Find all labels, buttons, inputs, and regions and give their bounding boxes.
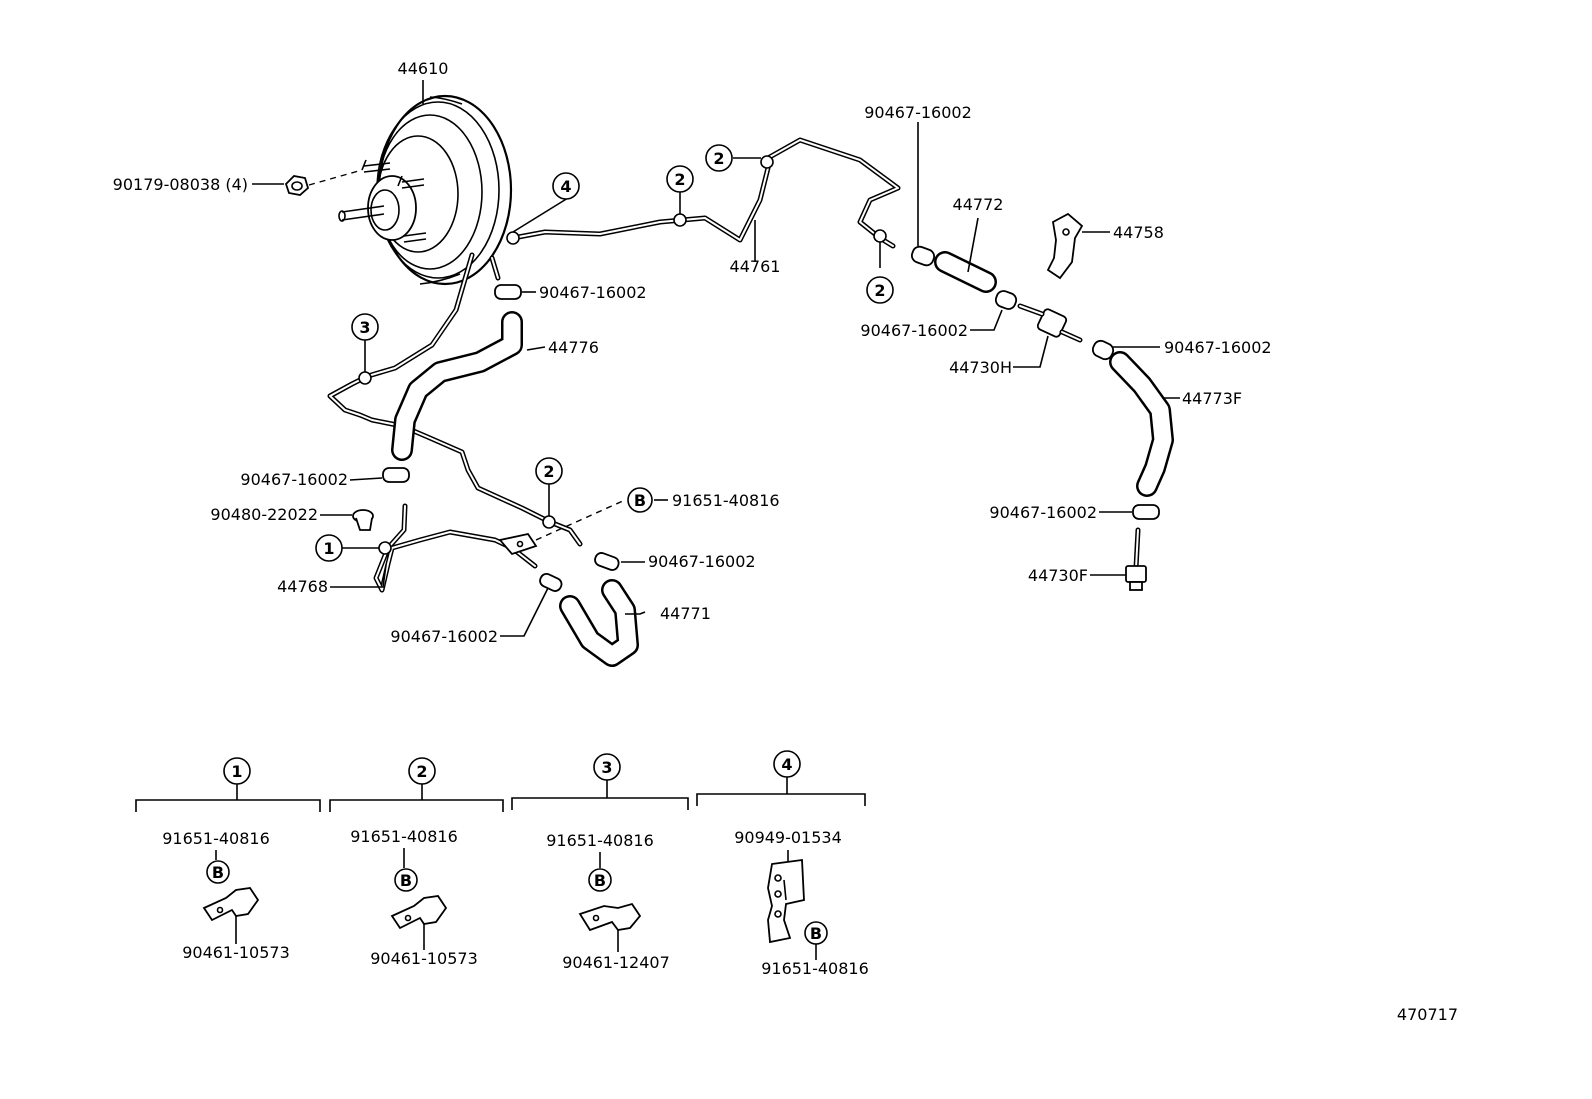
leader-lines bbox=[330, 80, 1180, 637]
part-labels: 44610 90179-08038 (4) 44761 90467-16002 … bbox=[113, 59, 1272, 646]
svg-text:1: 1 bbox=[323, 539, 334, 558]
callout-2-a: 2 bbox=[666, 165, 694, 193]
svg-text:1: 1 bbox=[231, 762, 242, 781]
svg-text:90461-12407: 90461-12407 bbox=[562, 953, 670, 972]
label-90467-clip2: 90467-16002 bbox=[240, 470, 348, 489]
hose-clips bbox=[382, 245, 1160, 592]
label-44771: 44771 bbox=[660, 604, 711, 623]
svg-text:3: 3 bbox=[601, 758, 612, 777]
callout-b-bolt: B bbox=[627, 487, 653, 513]
svg-text:4: 4 bbox=[781, 755, 792, 774]
callout-3-left: 3 bbox=[351, 313, 379, 341]
svg-text:B: B bbox=[594, 871, 606, 890]
svg-text:2: 2 bbox=[416, 762, 427, 781]
callout-2-c: 2 bbox=[866, 276, 894, 304]
svg-text:2: 2 bbox=[713, 149, 724, 168]
svg-text:B: B bbox=[400, 871, 412, 890]
svg-text:91651-40816: 91651-40816 bbox=[761, 959, 869, 978]
booster-nut bbox=[252, 169, 363, 196]
svg-text:B: B bbox=[212, 863, 224, 882]
label-44758: 44758 bbox=[1113, 223, 1164, 242]
label-90467-clip7: 90467-16002 bbox=[1164, 338, 1272, 357]
callout-1-left: 1 bbox=[315, 534, 343, 562]
label-90467-clip6: 90467-16002 bbox=[860, 321, 968, 340]
joints bbox=[358, 155, 887, 555]
svg-text:2: 2 bbox=[874, 281, 885, 300]
svg-text:90461-10573: 90461-10573 bbox=[182, 943, 290, 962]
svg-text:91651-40816: 91651-40816 bbox=[162, 829, 270, 848]
svg-text:3: 3 bbox=[359, 318, 370, 337]
callout-circles: 4 2 2 2 3 2 1 B bbox=[315, 144, 894, 562]
label-44776: 44776 bbox=[548, 338, 599, 357]
label-91651-40816-main: 91651-40816 bbox=[672, 491, 780, 510]
kit-4: 4 90949-01534 B 91651-40816 bbox=[696, 750, 869, 978]
kit-3: 3 91651-40816 B 90461-12407 bbox=[511, 753, 689, 972]
label-44773F: 44773F bbox=[1182, 389, 1242, 408]
svg-text:2: 2 bbox=[543, 462, 554, 481]
callout-2-d: 2 bbox=[535, 457, 563, 485]
label-44772: 44772 bbox=[953, 195, 1004, 214]
brake-booster bbox=[338, 94, 513, 286]
svg-text:91651-40816: 91651-40816 bbox=[546, 831, 654, 850]
svg-text:4: 4 bbox=[560, 177, 571, 196]
label-90467-clip8: 90467-16002 bbox=[989, 503, 1097, 522]
label-90467-clip3: 90467-16002 bbox=[648, 552, 756, 571]
check-valve-44730H bbox=[1017, 303, 1083, 343]
vacuum-hoses bbox=[391, 251, 1174, 667]
svg-text:2: 2 bbox=[674, 170, 685, 189]
callout-2-b: 2 bbox=[705, 144, 733, 172]
callout-4-top: 4 bbox=[552, 172, 580, 200]
svg-text:B: B bbox=[634, 491, 646, 510]
diagram-id: 470717 bbox=[1397, 1005, 1458, 1024]
svg-text:B: B bbox=[810, 924, 822, 943]
svg-text:90461-10573: 90461-10573 bbox=[370, 949, 478, 968]
label-90467-clip4: 90467-16002 bbox=[390, 627, 498, 646]
label-44730F: 44730F bbox=[1028, 566, 1088, 585]
label-90467-clip5: 90467-16002 bbox=[864, 103, 972, 122]
svg-text:90949-01534: 90949-01534 bbox=[734, 828, 842, 847]
label-90480-22022: 90480-22022 bbox=[210, 505, 318, 524]
kit-2: 2 91651-40816 B 90461-10573 bbox=[329, 757, 504, 968]
label-90179-08038: 90179-08038 (4) bbox=[113, 175, 248, 194]
label-44761: 44761 bbox=[730, 257, 781, 276]
label-44768: 44768 bbox=[277, 577, 328, 596]
kit-1: 1 91651-40816 B 90461-10573 bbox=[135, 757, 321, 962]
label-44610: 44610 bbox=[398, 59, 449, 78]
grommet bbox=[320, 509, 374, 531]
svg-text:91651-40816: 91651-40816 bbox=[350, 827, 458, 846]
label-44730H: 44730H bbox=[949, 358, 1012, 377]
check-valve-44730F bbox=[1125, 527, 1147, 591]
clamp-44758 bbox=[1046, 212, 1110, 280]
label-90467-clip1: 90467-16002 bbox=[539, 283, 647, 302]
